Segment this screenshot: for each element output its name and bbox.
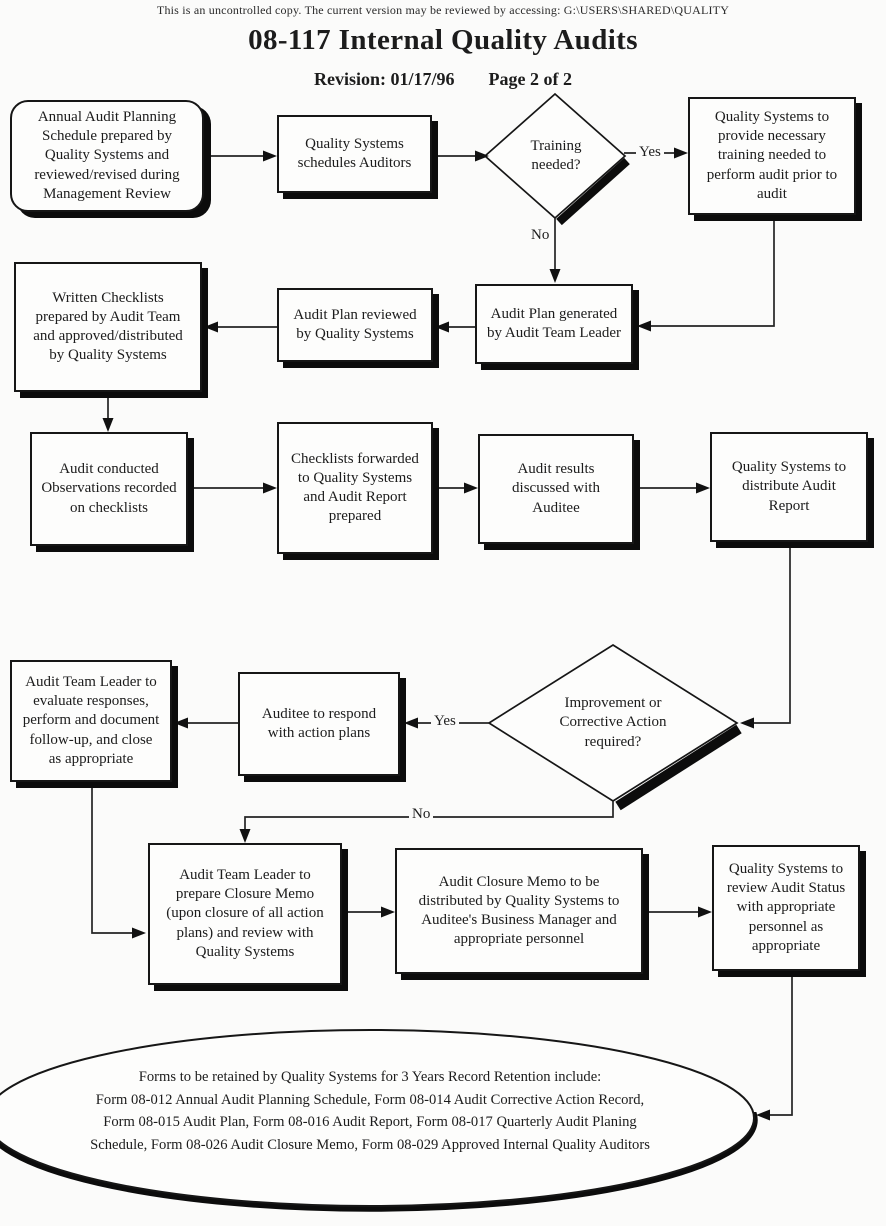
arrowhead-into-training-decision (475, 150, 489, 162)
connector-distribute-to-corrective-decision (752, 542, 791, 724)
decision-corrective-shadow (615, 724, 742, 811)
arrowhead-into-distribute-report (696, 482, 710, 494)
process-plan-reviewed: Audit Plan reviewed by Quality Systems (277, 288, 433, 362)
process-audit-conducted: Audit conducted Observations recorded on… (30, 432, 188, 546)
arrowhead-into-plan-generated-right (637, 320, 651, 332)
records-ellipse-shape (0, 1029, 755, 1207)
process-checklists-forwarded: Checklists forwarded to Quality Systems … (277, 422, 433, 554)
connector-evaluate-to-closure-memo (91, 786, 134, 934)
arrowhead-into-closure-memo-left (132, 927, 146, 939)
process-respond-action-plans: Auditee to respond with action plans (238, 672, 400, 776)
page-title: 08-117 Internal Quality Audits (248, 24, 638, 56)
process-closure-distributed: Audit Closure Memo to be distributed by … (395, 848, 643, 974)
connector-review-to-records (768, 977, 793, 1116)
process-closure-memo: Audit Team Leader to prepare Closure Mem… (148, 843, 342, 985)
process-written-checklists: Written Checklists prepared by Audit Tea… (14, 262, 202, 392)
branch-label-corrective-no: No (409, 806, 434, 823)
decision-training-needed-label: Training needed? (530, 137, 582, 174)
arrowhead-into-closure-memo-top (239, 829, 251, 843)
decision-training-shadow (556, 157, 630, 226)
connector-training-to-plan-generated (649, 216, 775, 327)
arrowhead-into-schedule (263, 150, 277, 162)
arrowhead-into-audit-conducted (102, 418, 114, 432)
arrowhead-into-review-status (698, 906, 712, 918)
process-provide-training: Quality Systems to provide necessary tra… (688, 97, 856, 215)
branch-label-corrective-yes: Yes (431, 713, 459, 730)
branch-label-training-no: No (531, 227, 550, 243)
arrowhead-into-plan-reviewed (435, 321, 449, 333)
records-retention-text: Forms to be retained by Quality Systems … (90, 1069, 650, 1153)
arrowhead-into-results-discussed (464, 482, 478, 494)
revision-line: Revision: 01/17/96 Page 2 of 2 (0, 69, 886, 90)
process-schedule-auditors: Quality Systems schedules Auditors (277, 115, 432, 193)
arrowhead-into-plan-generated-top (549, 269, 561, 283)
arrowhead-into-checklists-forwarded (263, 482, 277, 494)
arrowhead-into-evaluate (174, 717, 188, 729)
arrowhead-into-respond (404, 717, 418, 729)
process-results-discussed: Audit results discussed with Auditee (478, 434, 634, 544)
arrowhead-into-provide-training (674, 147, 688, 159)
terminator-annual-audit-planning: Annual Audit Planning Schedule prepared … (10, 100, 204, 212)
arrowhead-into-written-checklists (204, 321, 218, 333)
process-evaluate-responses: Audit Team Leader to evaluate responses,… (10, 660, 172, 782)
process-review-audit-status: Quality Systems to review Audit Status w… (712, 845, 860, 971)
decision-corrective-action-label: Improvement or Corrective Action require… (559, 694, 667, 750)
arrowhead-into-corrective-decision (740, 717, 754, 729)
revision-date: Revision: 01/17/96 (314, 69, 455, 89)
process-plan-generated: Audit Plan generated by Audit Team Leade… (475, 284, 633, 364)
arrowhead-into-records-ellipse (756, 1109, 770, 1121)
page-number: Page 2 of 2 (488, 69, 572, 89)
uncontrolled-copy-disclaimer: This is an uncontrolled copy. The curren… (156, 3, 730, 17)
branch-label-training-yes: Yes (636, 144, 664, 161)
process-distribute-report: Quality Systems to distribute Audit Repo… (710, 432, 868, 542)
arrowhead-into-closure-distributed (381, 906, 395, 918)
